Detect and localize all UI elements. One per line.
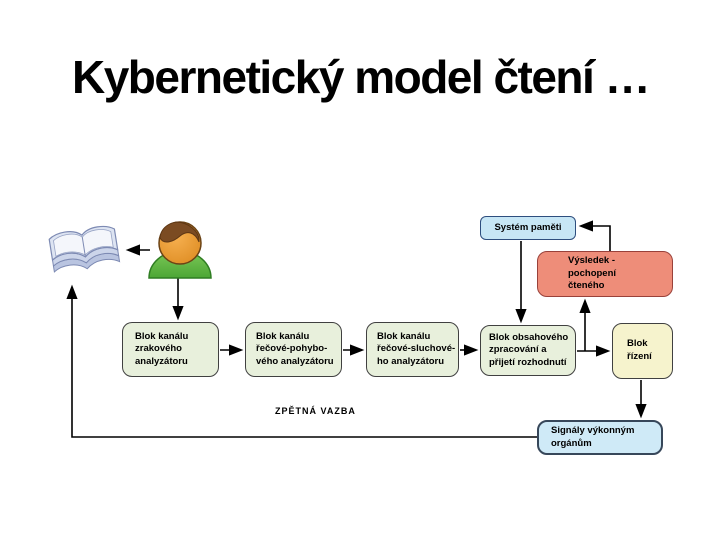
node-memory-system: Systém paměti <box>480 216 576 240</box>
node-control-block: Blok řízení <box>612 323 673 379</box>
node-content-processing: Blok obsahového zpracování a přijetí roz… <box>480 325 576 376</box>
node-executive-signals: Signály výkonným orgánům <box>537 420 663 455</box>
node-speech-auditory-analyzer-channel: Blok kanálu řečové-sluchové- ho analyzát… <box>366 322 459 377</box>
book-icon <box>48 225 121 273</box>
node-result-comprehension: Výsledek - pochopení čteného <box>537 251 673 297</box>
connector-result-to-memory <box>578 220 611 251</box>
node-visual-analyzer-channel: Blok kanálu zrakového analyzátoru <box>122 322 219 377</box>
slide-title: Kybernetický model čtení … <box>72 51 651 103</box>
person-icon <box>148 221 212 279</box>
feedback-label: ZPĚTNÁ VAZBA <box>275 406 356 416</box>
node-speech-motor-analyzer-channel: Blok kanálu řečové-pohybo- vého analyzát… <box>245 322 342 377</box>
connector-feedback-loop <box>66 284 537 438</box>
